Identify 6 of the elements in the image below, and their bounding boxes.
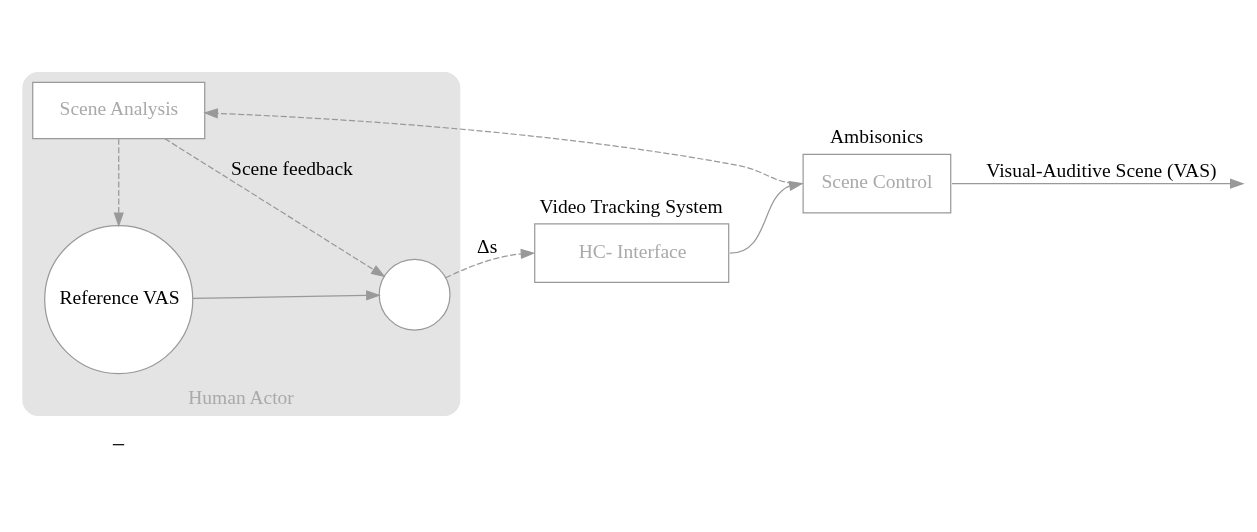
edge-label: Scene feedback	[231, 157, 353, 179]
edge-label: Visual-Auditive Scene (VAS)	[986, 160, 1217, 182]
node-label: Video Tracking System	[539, 195, 723, 217]
node-label: Ambisonics	[829, 126, 924, 148]
edge-label: Δs	[477, 235, 498, 257]
label: −	[111, 431, 126, 459]
